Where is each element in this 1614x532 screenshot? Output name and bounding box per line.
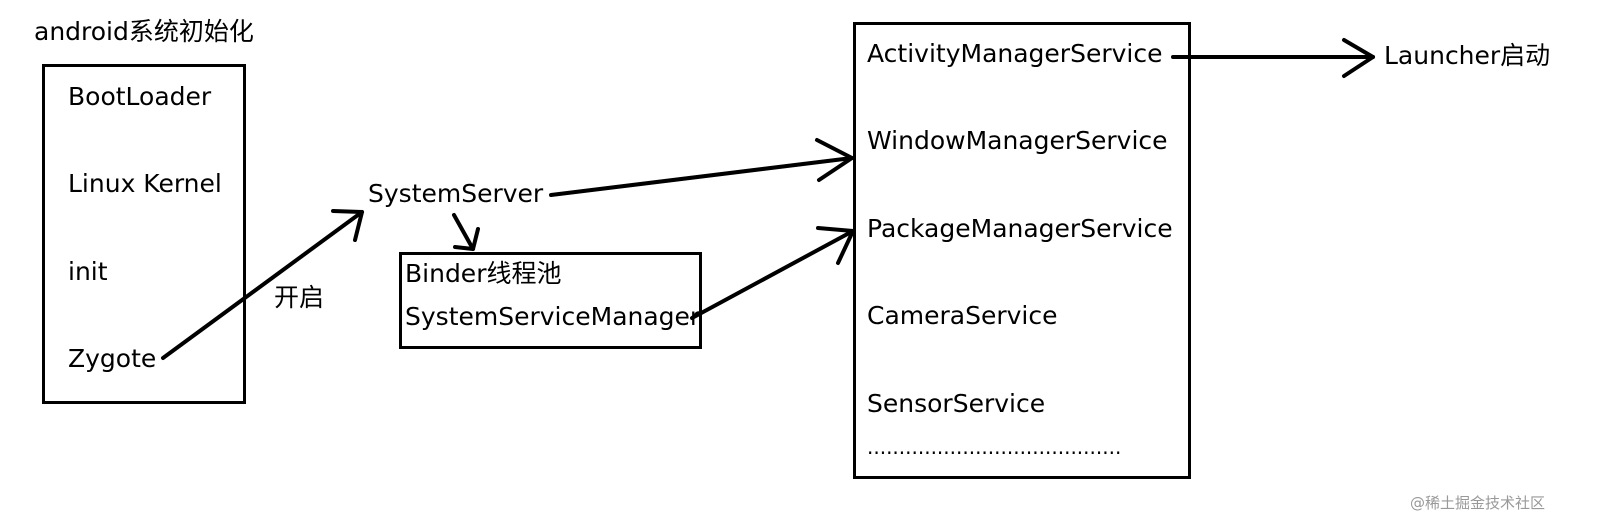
arrow-zygote-to-systemserver — [161, 210, 364, 360]
edge-label-start: 开启 — [274, 283, 325, 312]
arrowhead-systemserver-to-binder — [453, 227, 480, 251]
services-ellipsis: ........................................ — [867, 435, 1122, 459]
system-server-label: SystemServer — [368, 179, 544, 208]
service-package-manager: PackageManagerService — [867, 214, 1173, 243]
boot-item-init: init — [68, 257, 108, 286]
boot-item-bootloader: BootLoader — [68, 82, 212, 111]
boot-stack-box — [42, 64, 246, 404]
diagram-title: android系统初始化 — [34, 17, 254, 46]
arrowhead-ams-to-launcher — [1342, 38, 1375, 78]
arrow-systemserver-to-binder — [452, 213, 475, 251]
arrowhead-binder-to-pms — [816, 226, 855, 265]
arrow-systemserver-to-wms — [549, 156, 854, 197]
binder-box — [399, 252, 702, 349]
service-camera: CameraService — [867, 301, 1058, 330]
arrowhead-systemserver-to-wms — [815, 138, 854, 182]
service-activity-manager: ActivityManagerService — [867, 39, 1163, 68]
binder-box-line1: Binder线程池 — [405, 259, 562, 288]
services-box — [853, 22, 1191, 479]
boot-item-zygote: Zygote — [68, 344, 157, 373]
binder-box-line2: SystemServiceManager — [405, 302, 701, 331]
watermark-text: @稀土掘金技术社区 — [1410, 494, 1546, 512]
launcher-label: Launcher启动 — [1384, 41, 1551, 70]
arrowhead-zygote-to-systemserver — [331, 209, 364, 242]
arrow-binder-to-pms — [690, 229, 855, 320]
boot-item-linux-kernel: Linux Kernel — [68, 169, 222, 198]
service-window-manager: WindowManagerService — [867, 126, 1168, 155]
service-sensor: SensorService — [867, 389, 1046, 418]
